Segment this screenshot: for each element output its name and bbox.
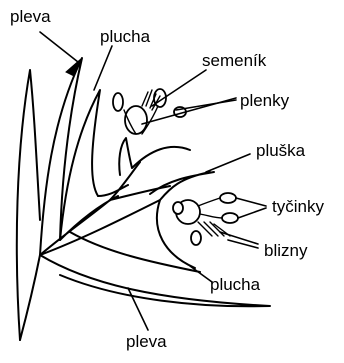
filaments-lower	[198, 198, 222, 218]
leader-semenik	[152, 70, 206, 106]
leader-plucha-bottom	[190, 266, 212, 282]
label-plucha-bottom: plucha	[210, 275, 261, 294]
leader-pleva-top	[40, 32, 78, 62]
leader-plenky-2	[176, 100, 236, 110]
leader-blizny-2	[228, 240, 258, 248]
rachilla	[40, 162, 170, 255]
label-plucha-top: plucha	[100, 27, 151, 46]
upper-floret-lemma	[119, 138, 190, 175]
label-plenky: plenky	[240, 91, 290, 110]
stamen-upper-1	[113, 93, 123, 111]
label-blizny: blizny	[264, 241, 308, 260]
leader-plucha-top	[94, 46, 112, 90]
labels: pleva plucha semeník plenky pluška tyčin…	[10, 7, 324, 351]
label-pluska: pluška	[256, 141, 306, 160]
leader-pleva-bottom	[128, 288, 148, 330]
leader-tycinky-2	[238, 208, 266, 218]
stamen-lower-2	[222, 213, 238, 223]
stamen-lower-3	[191, 231, 201, 245]
label-pleva-bottom: pleva	[126, 332, 167, 351]
lodicule-lower	[173, 202, 183, 214]
upper-floret	[113, 89, 186, 134]
stamen-lower-1	[220, 193, 236, 203]
label-semenik: semeník	[202, 51, 267, 70]
palea	[150, 172, 214, 200]
lower-floret	[173, 193, 238, 245]
upper-glume-outline	[17, 70, 40, 340]
lower-glume	[20, 255, 270, 340]
upper-lemma	[60, 90, 100, 240]
leader-pluska	[206, 154, 250, 172]
label-pleva-top: pleva	[10, 7, 51, 26]
leader-tycinky-1	[236, 198, 266, 206]
label-tycinky: tyčinky	[272, 197, 324, 216]
